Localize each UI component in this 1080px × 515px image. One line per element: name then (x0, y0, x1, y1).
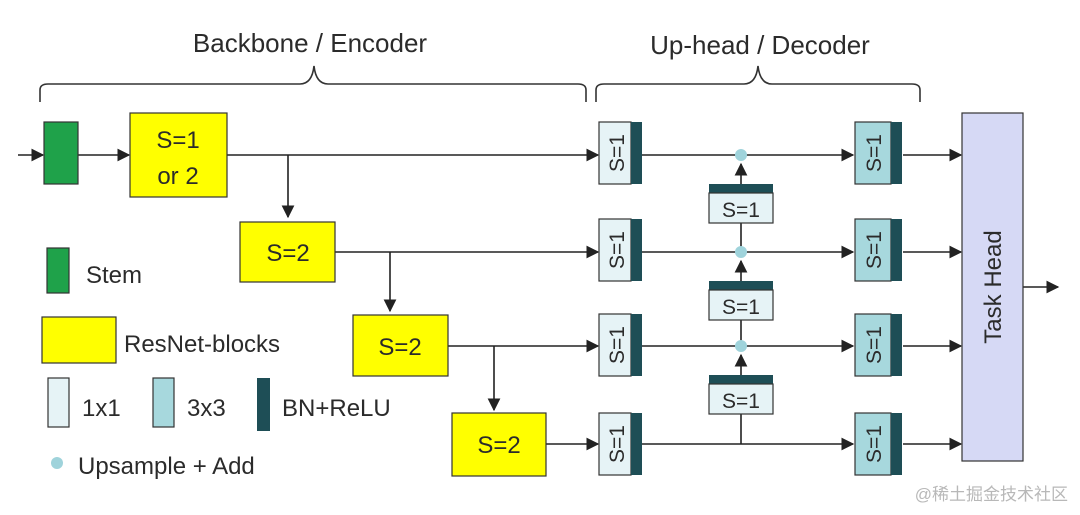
lateral-conv-3-label: S=1 (606, 326, 629, 364)
decoder-brace (595, 65, 921, 102)
decoder-title: Up-head / Decoder (650, 30, 870, 60)
lateral-conv-2-label: S=1 (606, 231, 629, 269)
decoder-lines (642, 148, 1060, 451)
lateral-conv-1-label: S=1 (606, 134, 629, 172)
legend-bnrelu-label: BN+ReLU (282, 395, 391, 422)
legend-bnrelu-swatch (257, 378, 270, 431)
encoder-lines (18, 148, 600, 451)
up-conv-2: S=1 (708, 281, 774, 321)
output-conv-2-label: S=1 (863, 231, 886, 269)
upsample-add-dot-1 (735, 149, 747, 161)
lateral-conv-4-label: S=1 (606, 425, 629, 463)
legend-resnet-label: ResNet-blocks (124, 331, 280, 358)
legend-upsample-label: Upsample + Add (78, 453, 255, 480)
legend: Stem ResNet-blocks 1x1 3x3 BN+ReLU Upsam… (41, 247, 391, 480)
output-conv-2: S=1 (854, 218, 902, 282)
resnet-block-s2-a: S=2 (239, 221, 336, 283)
resnet-block-s2-c: S=2 (451, 412, 547, 477)
upsample-add-dot-2 (735, 246, 747, 258)
lateral-conv-4: S=1 (598, 412, 642, 476)
lateral-conv-1: S=1 (598, 121, 642, 185)
up-conv-1-label: S=1 (722, 199, 760, 222)
up-conv-3-label: S=1 (722, 390, 760, 413)
encoder-brace (39, 65, 587, 102)
resnet-block-s2-c-label: S=2 (477, 432, 520, 459)
legend-stem-label: Stem (86, 262, 142, 289)
stem-block (43, 121, 79, 185)
output-conv-3: S=1 (854, 313, 902, 377)
resnet-block-s1-label-1: S=1 (156, 127, 199, 154)
output-conv-3-label: S=1 (863, 326, 886, 364)
legend-3x3-label: 3x3 (187, 395, 226, 422)
resnet-block-s2-a-label: S=2 (266, 240, 309, 267)
legend-stem-swatch (46, 247, 70, 294)
output-conv-4: S=1 (854, 412, 902, 476)
resnet-block-s2-b-label: S=2 (378, 334, 421, 361)
resnet-block-s1-label-2: or 2 (157, 163, 198, 190)
resnet-block-s2-b: S=2 (352, 314, 449, 377)
output-conv-1-label: S=1 (863, 134, 886, 172)
upsample-add-dot-3 (735, 340, 747, 352)
output-conv-1: S=1 (854, 121, 902, 185)
encoder-title: Backbone / Encoder (193, 28, 427, 58)
task-head: Task Head (961, 112, 1024, 462)
lateral-conv-3: S=1 (598, 313, 642, 377)
legend-3x3-swatch (152, 377, 175, 428)
output-conv-4-label: S=1 (863, 425, 886, 463)
legend-resnet-swatch (41, 316, 117, 364)
watermark: @稀土掘金技术社区 (915, 485, 1068, 504)
legend-upsample-dot (51, 457, 63, 469)
up-conv-2-label: S=1 (722, 296, 760, 319)
lateral-conv-2: S=1 (598, 218, 642, 282)
legend-1x1-swatch (47, 377, 70, 428)
up-conv-1: S=1 (708, 184, 774, 224)
task-head-label: Task Head (980, 230, 1007, 343)
resnet-block-s1: S=1 or 2 (129, 112, 228, 198)
legend-1x1-label: 1x1 (82, 395, 121, 422)
up-conv-3: S=1 (708, 375, 774, 415)
